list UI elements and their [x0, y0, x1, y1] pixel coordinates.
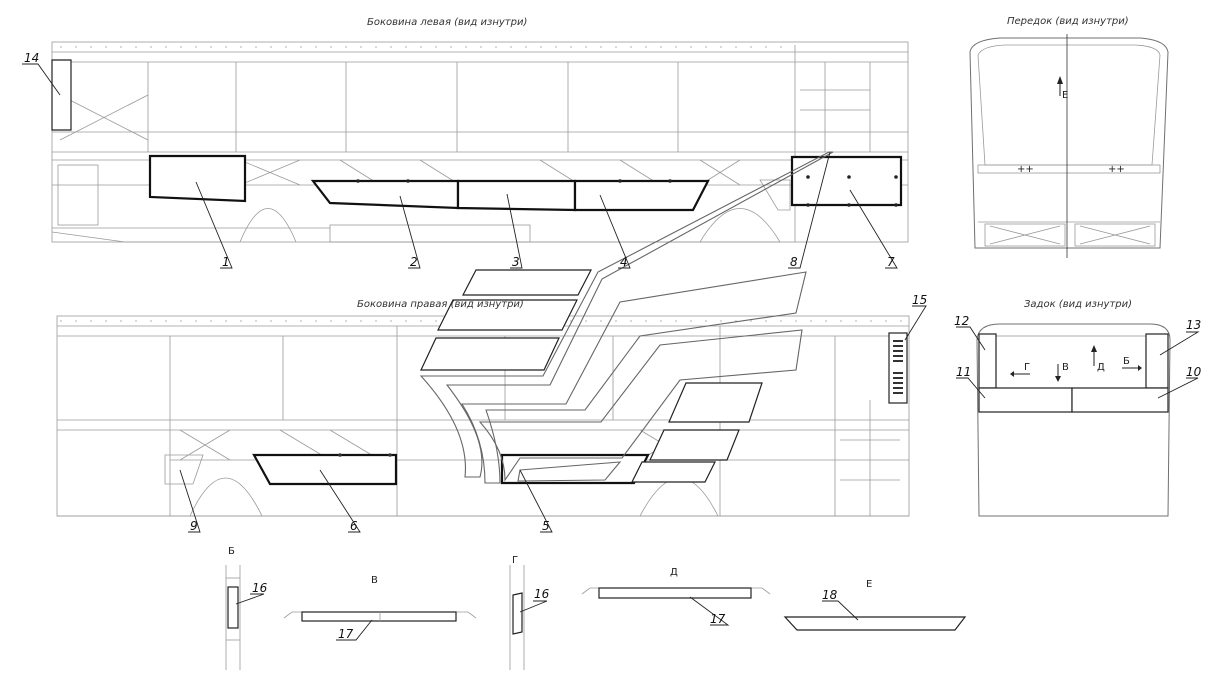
part-number-16b: 16	[534, 587, 550, 601]
detail-16b	[512, 592, 523, 635]
title-rear: Задок (вид изнутри)	[1024, 299, 1132, 310]
front-view-letter-e: Е	[1062, 90, 1068, 101]
rear-view-letter-d: Д	[1097, 362, 1105, 373]
view-letter-d: Д	[670, 567, 678, 578]
detail-18	[783, 616, 967, 631]
part-number-9: 9	[190, 519, 198, 533]
leader-lines	[22, 63, 1200, 641]
title-front: Передок (вид изнутри)	[1007, 16, 1129, 27]
part-number-18: 18	[822, 588, 838, 602]
svg-text:++: ++	[1017, 164, 1034, 175]
panel-4	[573, 179, 710, 212]
svg-text:++: ++	[1108, 164, 1125, 175]
panel-2	[310, 179, 460, 210]
part-number-10: 10	[1186, 365, 1202, 379]
front-view: ++ ++	[969, 34, 1169, 258]
panel-8-bracket	[759, 179, 791, 211]
rear-view-letter-v: В	[1062, 362, 1069, 373]
panel-7	[790, 155, 903, 207]
left-side-frame	[51, 41, 909, 243]
detail-17a	[301, 611, 457, 622]
rear-view-letter-b: Б	[1123, 356, 1130, 367]
left-panels	[51, 59, 903, 212]
panel-6	[252, 453, 398, 486]
rear-view-letter-g: Г	[1024, 362, 1030, 373]
part-number-4: 4	[620, 255, 628, 269]
part-number-12: 12	[954, 314, 969, 328]
title-left-side: Боковина левая (вид изнутри)	[367, 17, 527, 28]
title-right-side: Боковина правая (вид изнутри)	[357, 299, 524, 310]
part-number-17b: 17	[710, 612, 726, 626]
view-letter-e: Е	[866, 579, 872, 590]
part-number-11: 11	[956, 365, 971, 379]
part-number-6: 6	[350, 519, 358, 533]
panel-1	[148, 154, 247, 203]
panel-14	[51, 59, 72, 131]
view-letter-g: Г	[512, 555, 518, 566]
part-number-5: 5	[542, 519, 550, 533]
part-number-7: 7	[887, 255, 895, 269]
exploded-panels	[419, 151, 834, 484]
panel-3	[456, 179, 577, 212]
part-number-8: 8	[790, 255, 798, 269]
right-panels	[164, 332, 908, 486]
view-letter-b: Б	[228, 546, 235, 557]
part-number-15: 15	[912, 293, 927, 307]
panel-9	[164, 454, 204, 485]
panel-13	[1145, 333, 1169, 389]
panel-11	[978, 387, 1073, 413]
panel-12	[978, 333, 997, 389]
view-letter-v: В	[371, 575, 378, 586]
part-number-3: 3	[512, 255, 520, 269]
detail-17b	[598, 587, 752, 599]
left-frame-posts	[147, 45, 871, 242]
part-number-16a: 16	[252, 581, 268, 595]
part-number-17a: 17	[338, 627, 354, 641]
section-details	[225, 565, 967, 670]
detail-16a	[227, 586, 239, 629]
part-number-2: 2	[410, 255, 418, 269]
part-number-1: 1	[222, 255, 230, 269]
rear-view	[976, 323, 1171, 517]
part-number-13: 13	[1186, 318, 1201, 332]
right-side-frame	[56, 315, 910, 517]
panel-5	[500, 453, 650, 485]
part-number-14: 14	[24, 51, 39, 65]
panel-10	[1071, 387, 1169, 413]
